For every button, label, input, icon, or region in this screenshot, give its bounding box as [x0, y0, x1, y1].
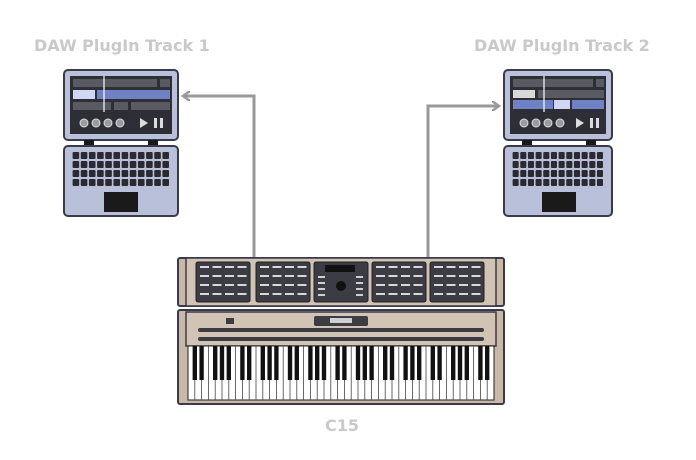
c15-panel-icon [177, 257, 505, 307]
laptop-track1-icon [63, 69, 179, 217]
laptop-track2-icon [503, 69, 613, 217]
c15-label: C15 [325, 416, 360, 435]
c15-keyboard-icon [177, 309, 505, 405]
connection-arrow-track2 [426, 106, 498, 258]
connection-arrow-track1 [184, 96, 256, 258]
track1-label: DAW PlugIn Track 1 [34, 36, 210, 55]
track2-label: DAW PlugIn Track 2 [474, 36, 650, 55]
